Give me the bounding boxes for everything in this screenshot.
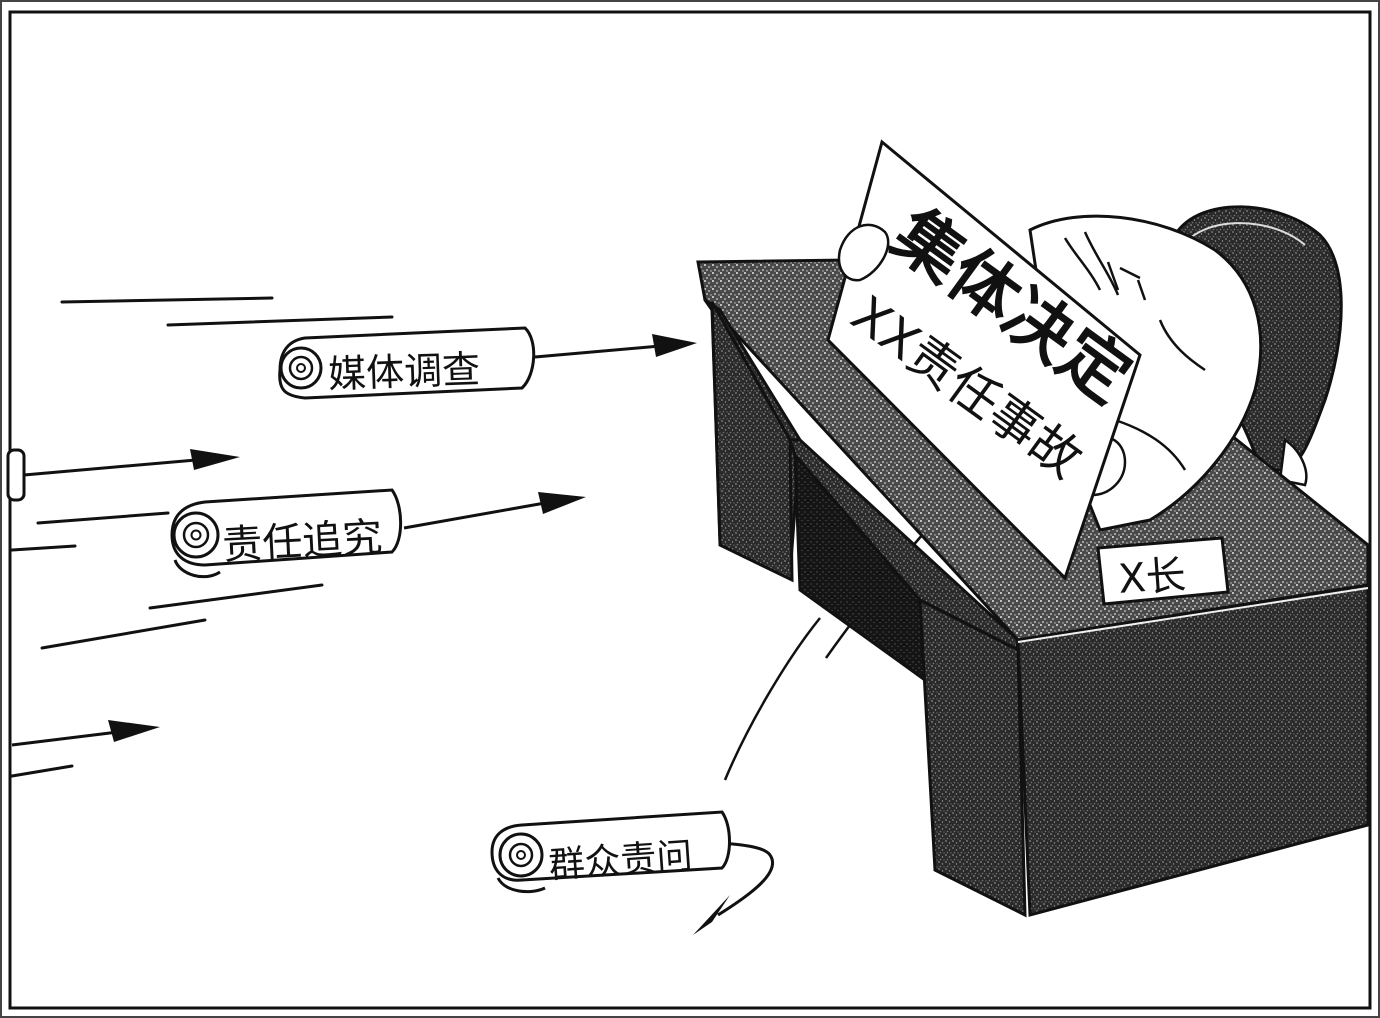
speed-lines	[10, 296, 394, 778]
nameplate: X长	[1096, 536, 1230, 606]
scroll-accountability: 责任追究	[170, 488, 403, 579]
arrow-head-media	[652, 334, 697, 357]
nameplate-label: X长	[1117, 552, 1187, 603]
arrow-heads	[108, 334, 730, 935]
hand-left	[837, 223, 890, 282]
arrow-head-bottom	[108, 720, 160, 742]
arrow-head-accountability	[538, 492, 586, 514]
desk-left-panel	[710, 301, 794, 583]
scroll-public-questioning: 群众责问	[490, 810, 731, 894]
scroll-label-media: 媒体调查	[327, 347, 480, 396]
arrow-head-top	[190, 449, 240, 470]
scroll-partial-left	[6, 448, 26, 502]
scroll-label-accountability: 责任追究	[221, 515, 383, 569]
scroll-media-investigation: 媒体调查	[278, 326, 536, 400]
desk-right-pedestal-front	[918, 597, 1027, 918]
desk-right-pedestal-side	[1016, 583, 1370, 917]
arrow-head-public	[693, 895, 730, 935]
inner-border	[8, 10, 1372, 1010]
scroll-label-public: 群众责问	[547, 836, 694, 887]
